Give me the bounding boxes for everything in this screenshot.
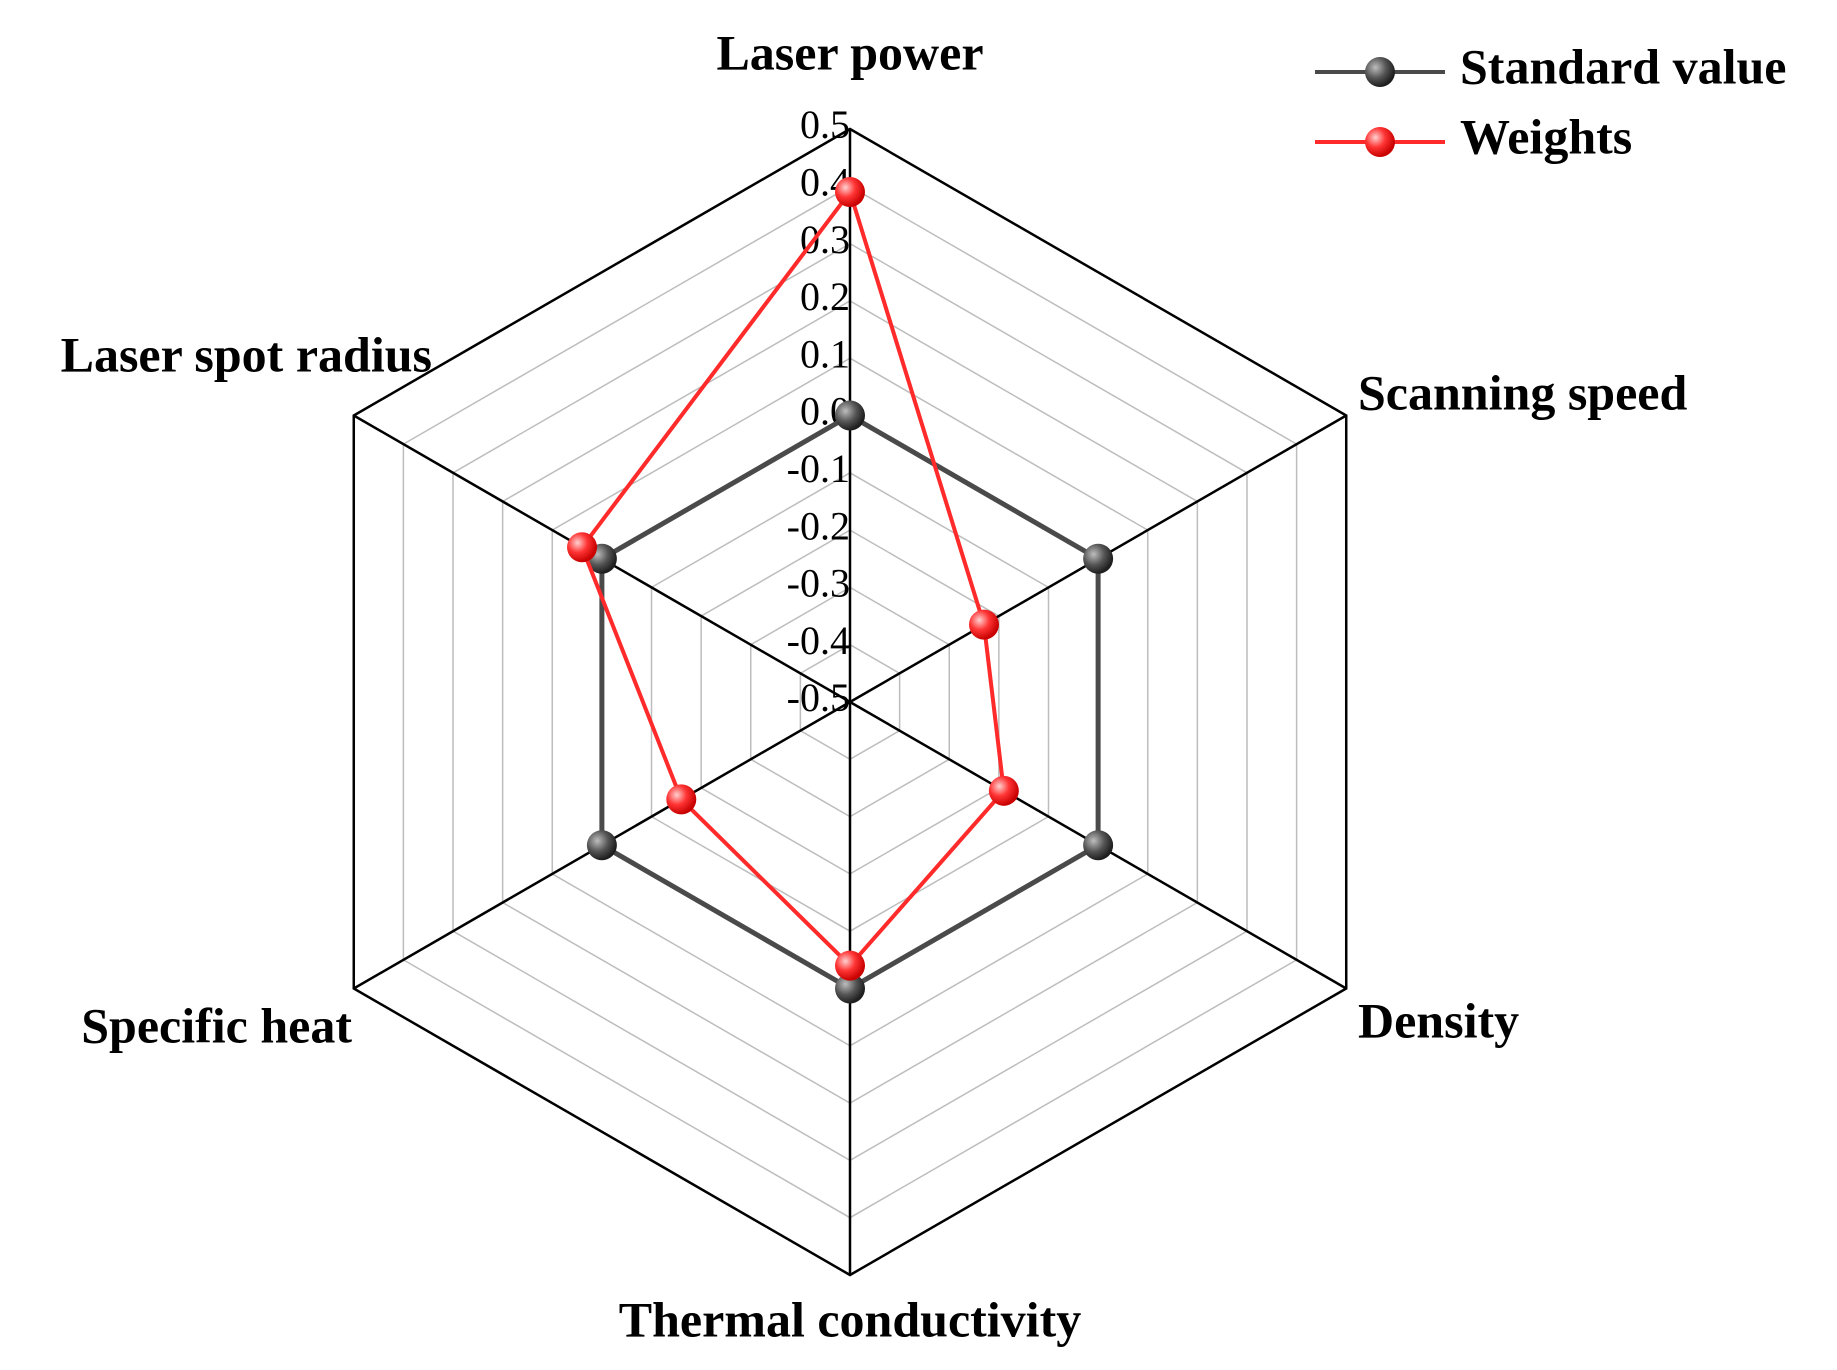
radial-tick-label: -0.2 xyxy=(787,503,850,548)
legend-swatch-marker xyxy=(1365,57,1395,87)
category-label-thermal-conductivity: Thermal conductivity xyxy=(619,1291,1081,1347)
data-point-standard-value-scanning-speed xyxy=(1083,543,1114,574)
legend-label: Standard value xyxy=(1460,38,1786,94)
radial-tick-label: -0.5 xyxy=(787,675,850,720)
legend-item-weights: Weights xyxy=(1315,108,1632,164)
category-label-specific-heat: Specific heat xyxy=(81,997,352,1053)
series-standard-value xyxy=(586,400,1114,1004)
radial-tick-label: 0.2 xyxy=(800,274,850,319)
data-point-standard-value-laser-power xyxy=(835,400,865,431)
data-point-standard-value-density xyxy=(1083,830,1114,861)
data-point-weights-laser-spot-radius xyxy=(567,532,598,563)
data-point-weights-laser-power xyxy=(835,177,865,208)
category-label-scanning-speed: Scanning speed xyxy=(1358,364,1687,420)
series-weights xyxy=(567,177,1019,981)
radial-tick-label: 0.1 xyxy=(800,331,850,376)
category-label-laser-power: Laser power xyxy=(716,24,983,80)
category-label-laser-spot-radius: Laser spot radius xyxy=(61,326,432,382)
category-label-density: Density xyxy=(1358,992,1519,1048)
data-point-weights-density xyxy=(988,775,1019,806)
radial-tick-label: 0.5 xyxy=(800,102,850,147)
legend-item-standard-value: Standard value xyxy=(1315,38,1786,94)
data-point-weights-thermal-conductivity xyxy=(835,950,865,981)
data-point-weights-specific-heat xyxy=(666,784,697,815)
data-point-standard-value-thermal-conductivity xyxy=(835,973,865,1004)
legend-swatch-marker xyxy=(1365,127,1395,157)
data-point-weights-scanning-speed xyxy=(968,609,999,640)
radial-tick-label: -0.3 xyxy=(787,561,850,606)
radar-series xyxy=(567,177,1114,1004)
radial-tick-label: -0.1 xyxy=(787,446,850,491)
radar-grid xyxy=(352,127,1348,1277)
legend-label: Weights xyxy=(1460,108,1632,164)
radial-tick-label: -0.4 xyxy=(787,618,850,663)
radial-tick-labels: 0.50.40.30.20.10.0-0.1-0.2-0.3-0.4-0.5 xyxy=(787,102,850,720)
data-point-standard-value-specific-heat xyxy=(586,830,617,861)
